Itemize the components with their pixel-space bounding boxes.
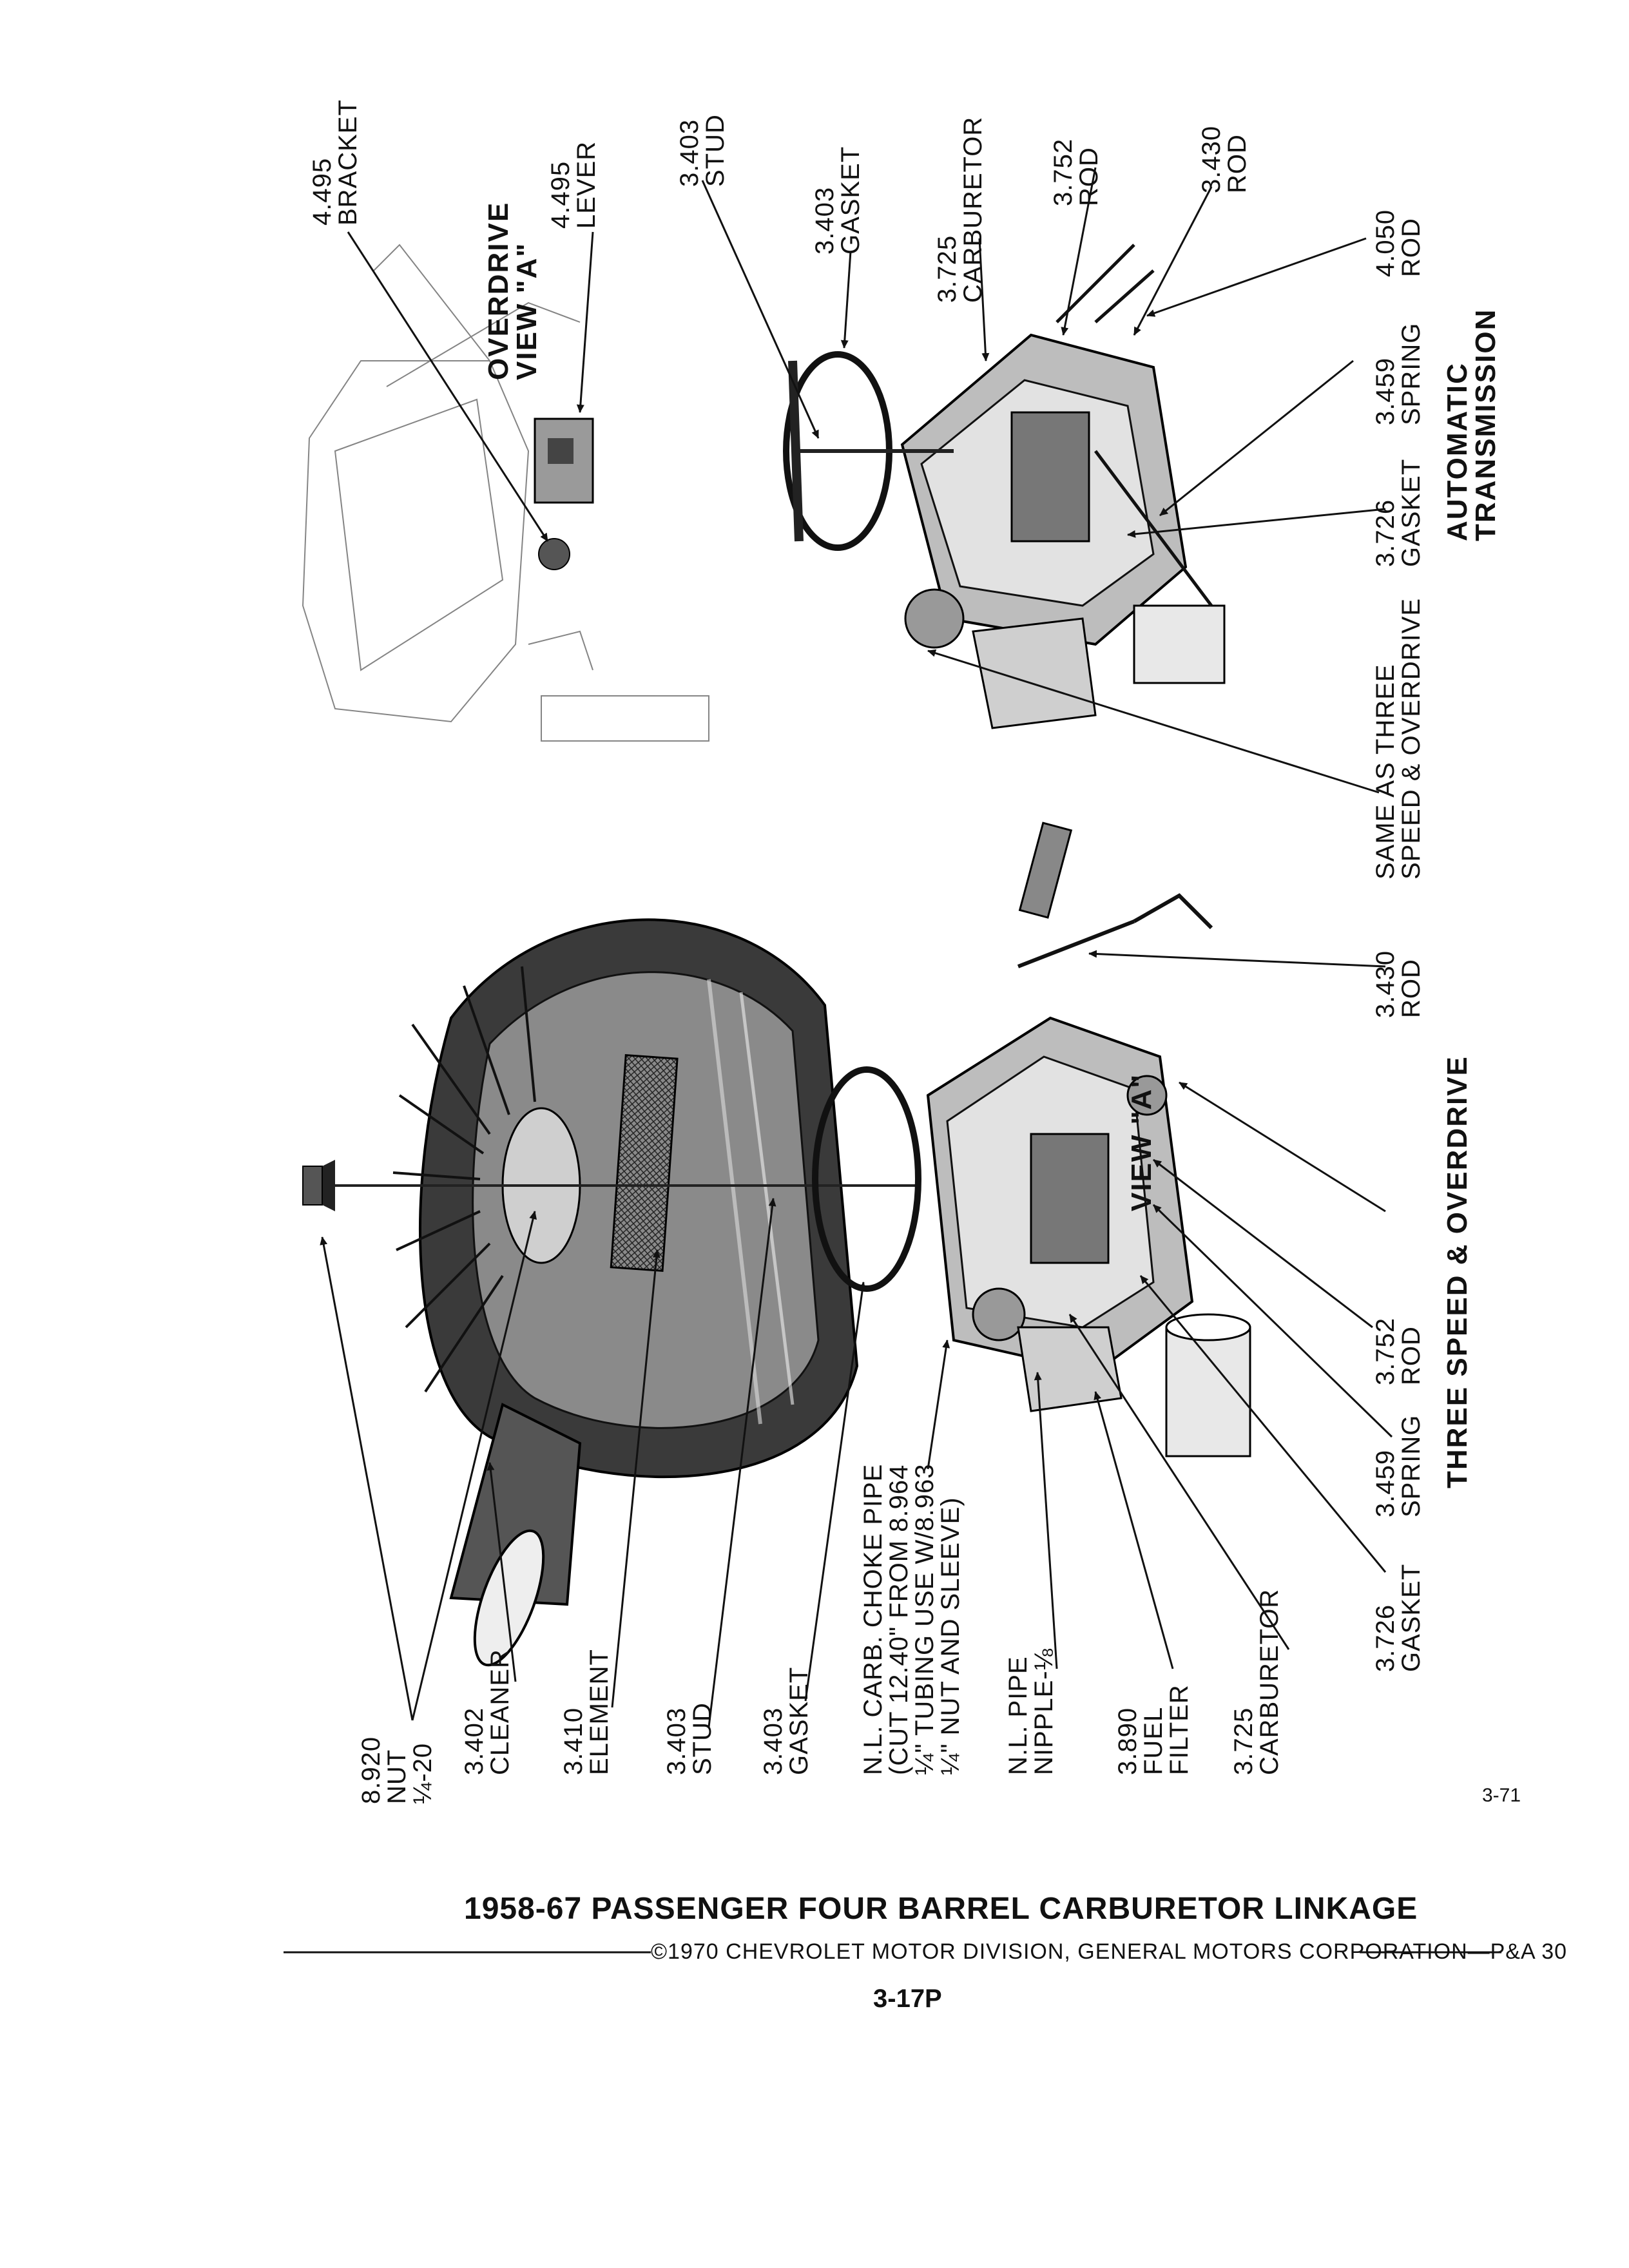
copyright-line: ©1970 CHEVROLET MOTOR DIVISION, GENERAL …	[651, 1939, 1568, 1964]
label-gasket: 3.403 GASKET	[759, 1666, 813, 1775]
label-stud: 3.403 STUD	[662, 1702, 717, 1775]
label-choke-pipe: N.L. CARB. CHOKE PIPE (CUT 12.40" FROM 8…	[859, 1463, 965, 1776]
page-number: 3-17P	[873, 1984, 942, 2013]
carburetor-lower-drawing	[926, 822, 1251, 1457]
label-carburetor: 3.725 CARBURETOR	[1229, 1588, 1284, 1775]
page-title: 1958-67 PASSENGER FOUR BARREL CARBURETOR…	[464, 1892, 1418, 1926]
label-auto-spring-3459: 3.459 SPRING	[1371, 322, 1425, 425]
label-stud-3403-upper: 3.403 STUD	[675, 114, 729, 187]
label-rod-3752-upper: 3.752 ROD	[1049, 138, 1103, 206]
heading-overdrive-view-a: OVERDRIVE VIEW "A"	[483, 201, 543, 380]
label-view-a: VIEW "A"	[1126, 1073, 1157, 1211]
label-gasket-3726: 3.726 GASKET	[1371, 1563, 1425, 1672]
label-element: 3.410 ELEMENT	[559, 1649, 613, 1775]
label-bracket-4495: 4.495 BRACKET	[308, 99, 362, 226]
label-gasket-3403-upper: 3.403 GASKET	[811, 146, 865, 255]
air-cleaner-drawing	[302, 918, 915, 1667]
overdrive-view-drawing	[302, 244, 709, 742]
label-nut: 8.920 NUT ¼-20	[357, 1736, 437, 1804]
label-rod-4050: 4.050 ROD	[1371, 209, 1425, 277]
label-rod-3430-upper: 3.430 ROD	[1197, 125, 1251, 193]
heading-automatic-transmission: AUTOMATIC TRANSMISSION	[1441, 308, 1501, 541]
label-auto-gasket-3726: 3.726 GASKET	[1371, 458, 1425, 567]
label-fuel-filter: 3.890 FUEL FILTER	[1113, 1684, 1193, 1775]
gasket-ring-lower	[812, 1066, 921, 1292]
label-cleaner: 3.402 CLEANER	[460, 1649, 514, 1775]
page-id: 3-71	[1482, 1785, 1521, 1806]
label-same-as-three-speed: SAME AS THREE SPEED & OVERDRIVE	[1371, 597, 1425, 879]
label-rod-3430: 3.430 ROD	[1371, 950, 1425, 1018]
label-pipe-nipple: N.L. PIPE NIPPLE-⅛	[1004, 1648, 1058, 1775]
carburetor-automatic-drawing	[900, 244, 1226, 729]
overdrive-lever-drawing	[534, 418, 594, 570]
label-carburetor-upper: 3.725 CARBURETOR	[933, 116, 987, 303]
label-lever-4495: 4.495 LEVER	[546, 140, 601, 229]
label-rod-3752: 3.752 ROD	[1371, 1317, 1425, 1385]
leader-lines	[284, 167, 1501, 1954]
heading-three-speed-overdrive: THREE SPEED & OVERDRIVE	[1441, 1055, 1473, 1488]
label-spring-3459: 3.459 SPRING	[1371, 1414, 1425, 1517]
